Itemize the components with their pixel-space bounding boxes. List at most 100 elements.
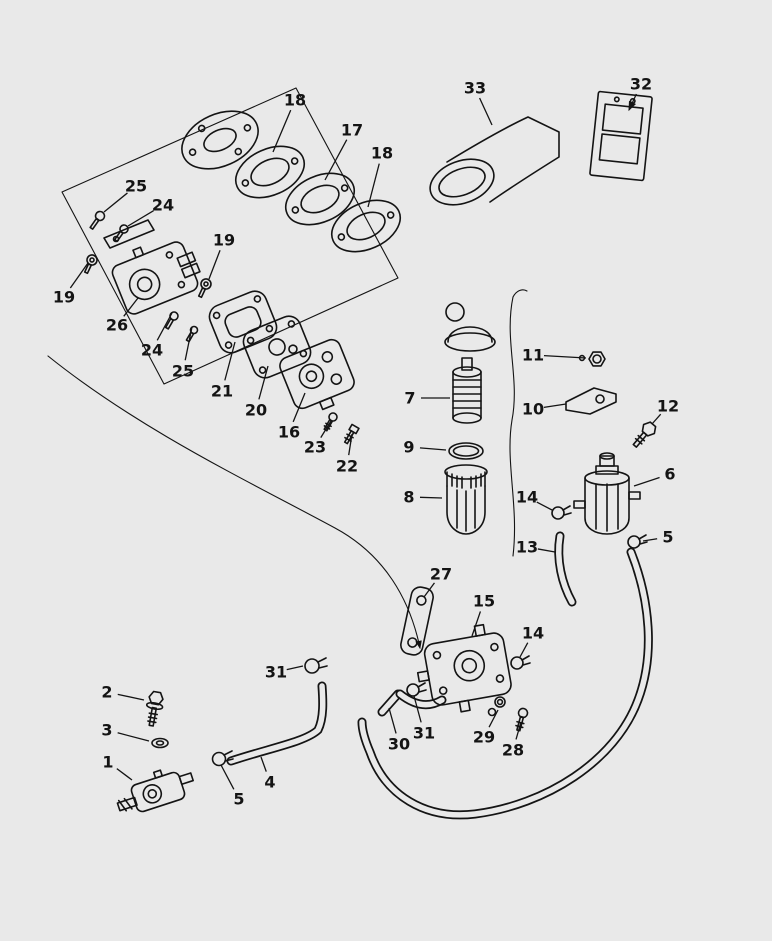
label-plate-32 xyxy=(589,90,653,182)
bracket-strip xyxy=(103,219,155,249)
bracket-27 xyxy=(400,586,434,656)
washer-29 xyxy=(487,696,506,717)
part-number-26: 26 xyxy=(106,316,128,335)
screw-25-upper xyxy=(89,210,106,230)
leader-line-6 xyxy=(633,476,660,487)
part-number-18: 18 xyxy=(371,144,393,163)
callout-28: 28 xyxy=(502,721,524,760)
leader-line-22 xyxy=(348,433,353,456)
filter-cap xyxy=(444,302,496,352)
part-number-2: 2 xyxy=(101,683,112,702)
leader-line-19 xyxy=(208,250,221,280)
callout-24: 24 xyxy=(141,312,173,360)
part-number-19: 19 xyxy=(213,231,235,250)
leader-line-14 xyxy=(519,642,529,658)
leader-line-31 xyxy=(413,695,422,723)
callout-25: 25 xyxy=(172,326,194,381)
part-number-31: 31 xyxy=(413,724,435,743)
part-number-8: 8 xyxy=(403,488,414,507)
leader-line-25 xyxy=(184,326,193,361)
part-number-16: 16 xyxy=(278,423,300,442)
screw-24-lower xyxy=(164,311,179,330)
mid-hose xyxy=(395,689,447,710)
callout-27: 27 xyxy=(423,565,452,598)
part-number-33: 33 xyxy=(464,79,486,98)
part-number-9: 9 xyxy=(403,438,414,457)
clip-14-upper xyxy=(551,505,572,520)
callout-2: 2 xyxy=(101,683,145,702)
clip-31-right xyxy=(406,682,427,697)
callout-18: 18 xyxy=(272,91,306,153)
callout-29: 29 xyxy=(473,709,499,747)
callout-17: 17 xyxy=(324,121,363,181)
screw-25-lower xyxy=(185,325,199,343)
part-number-24: 24 xyxy=(152,196,174,215)
callout-8: 8 xyxy=(403,488,443,507)
part-number-12: 12 xyxy=(657,397,679,416)
clip-5-left xyxy=(211,750,234,767)
hose-13 xyxy=(554,531,577,607)
part-number-11: 11 xyxy=(522,346,544,365)
leader-line-18 xyxy=(367,163,380,208)
screw-19-right xyxy=(197,278,212,299)
clip-31-left xyxy=(304,657,328,674)
callout-19: 19 xyxy=(53,262,89,307)
callout-19: 19 xyxy=(208,231,235,280)
part-number-10: 10 xyxy=(522,400,544,419)
fuel-filter-6 xyxy=(573,452,641,535)
leader-line-2 xyxy=(117,693,145,701)
part-number-29: 29 xyxy=(473,728,495,747)
callout-25: 25 xyxy=(103,177,147,213)
intake-silencer-33 xyxy=(429,116,560,206)
part-number-5: 5 xyxy=(233,790,244,809)
leader-line-31 xyxy=(286,665,304,671)
callout-10: 10 xyxy=(522,400,567,419)
part-number-30: 30 xyxy=(388,735,410,754)
leader-line-4 xyxy=(260,756,267,772)
callout-16: 16 xyxy=(278,392,306,442)
leader-line-13 xyxy=(537,548,556,553)
filter-element-7 xyxy=(452,357,482,424)
fuel-pump-26 xyxy=(111,241,201,315)
callout-14: 14 xyxy=(519,624,544,658)
callout-9: 9 xyxy=(403,438,447,457)
callout-14: 14 xyxy=(516,488,553,511)
part-number-28: 28 xyxy=(502,741,524,760)
callout-11: 11 xyxy=(522,346,587,365)
leader-line-33 xyxy=(479,97,493,126)
callout-5: 5 xyxy=(642,528,674,547)
callout-20: 20 xyxy=(245,365,269,420)
hose-4 xyxy=(226,681,328,766)
fuel-pump-15 xyxy=(416,623,512,713)
gasket-18-upper xyxy=(235,145,305,199)
callout-31: 31 xyxy=(413,695,435,743)
leader-line-29 xyxy=(488,709,499,728)
part-number-13: 13 xyxy=(516,538,538,557)
leader-line-26 xyxy=(123,297,139,317)
sweep-arrow-curve xyxy=(47,355,422,650)
leader-line-17 xyxy=(324,139,348,181)
leader-line-12 xyxy=(651,413,662,425)
part-number-31: 31 xyxy=(265,663,287,682)
gasket-21 xyxy=(208,290,278,354)
callout-33: 33 xyxy=(464,79,493,126)
part-number-20: 20 xyxy=(245,401,267,420)
callout-32: 32 xyxy=(628,75,652,112)
leader-line-23 xyxy=(320,420,332,438)
part-number-22: 22 xyxy=(336,457,358,476)
callout-30: 30 xyxy=(388,707,410,754)
leader-line-24 xyxy=(127,210,154,227)
filter-cup-8 xyxy=(444,464,488,535)
leader-line-19 xyxy=(69,262,89,289)
o-ring-9 xyxy=(448,442,484,460)
callout-21: 21 xyxy=(211,341,236,401)
leader-line-20 xyxy=(258,365,269,400)
part-number-25: 25 xyxy=(172,362,194,381)
part-number-25: 25 xyxy=(125,177,147,196)
leader-line-9 xyxy=(419,447,447,451)
kit-outline-box xyxy=(61,87,399,385)
clip-5-right xyxy=(627,534,648,549)
leader-line-32 xyxy=(628,93,637,112)
